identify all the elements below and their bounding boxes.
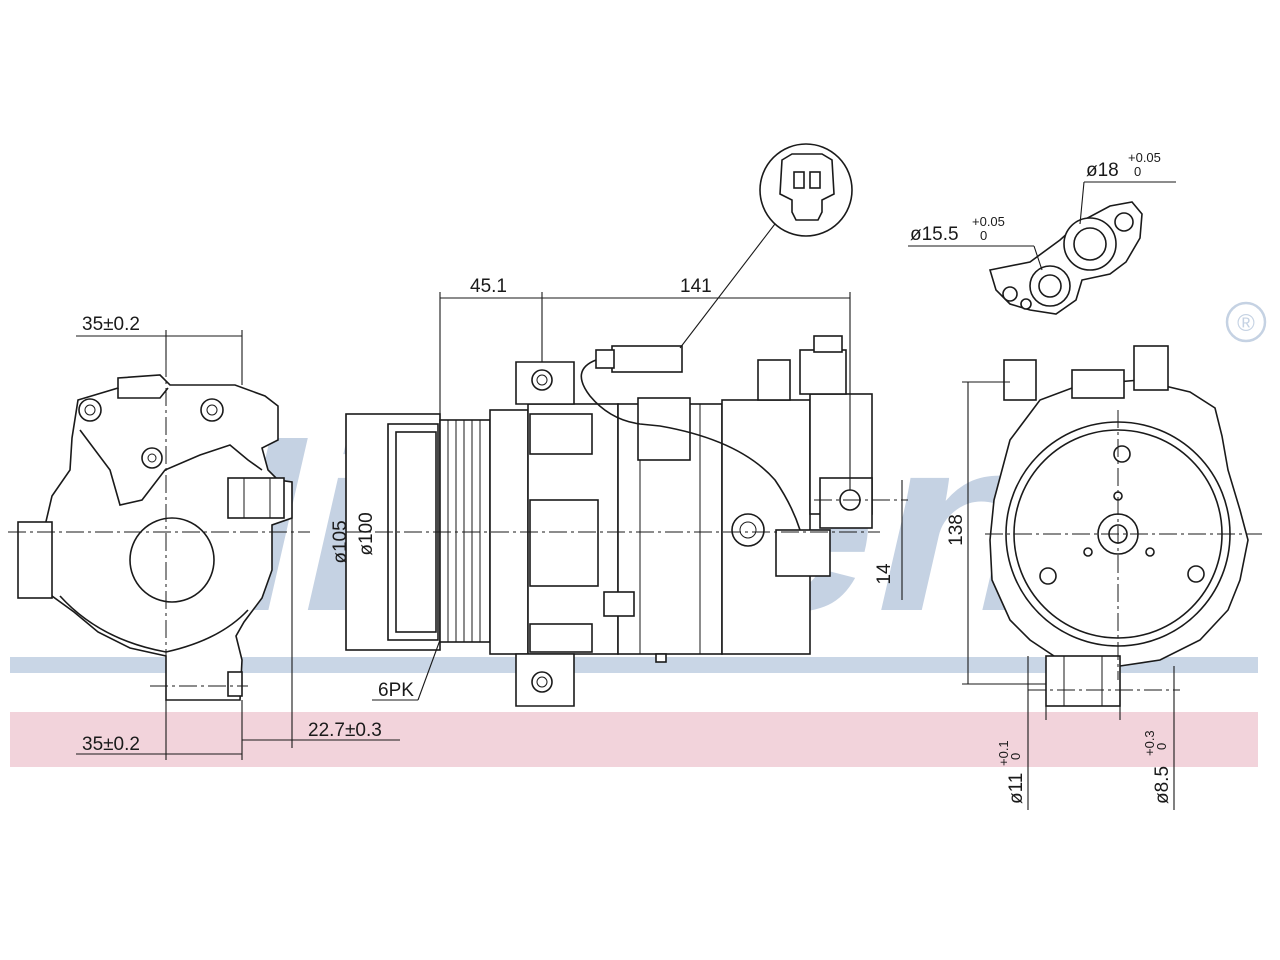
port-inlet-base: ø15.5 [910, 224, 959, 245]
bottom-tab [603, 591, 635, 617]
left-top-dimension: 35±0.2 [82, 314, 140, 335]
hub-offset-dimension: 45.1 [470, 276, 507, 297]
front-housing-slot [529, 413, 593, 455]
port-offset-dimension: 14 [874, 563, 895, 585]
left-bottom-dimension: 35±0.2 [82, 734, 140, 755]
right-height-dimension: 138 [946, 514, 967, 546]
left-port-circle [129, 517, 215, 603]
pulley-inner-dimension: ø100 [356, 512, 377, 555]
port-inlet-leader [1033, 245, 1043, 271]
port-outlet-base: ø18 [1086, 160, 1119, 181]
port-outlet-outer [1063, 217, 1117, 271]
bolt-hole-2-tol-upper: +0.3 [1142, 730, 1157, 756]
top-fitting-3 [813, 335, 843, 353]
connector-tail [595, 349, 615, 369]
left-top-ear [117, 387, 169, 399]
watermark-band-red [10, 712, 1258, 767]
right-top-fitting-3 [1133, 345, 1169, 391]
front-housing [527, 403, 619, 655]
left-bolt-3 [141, 447, 163, 469]
connector-detail-shape [779, 153, 835, 221]
belt-leader-line [417, 639, 441, 701]
right-top-fitting-2 [1071, 369, 1125, 399]
right-small-hole-2 [1083, 547, 1093, 557]
connector-plug [611, 345, 683, 373]
right-bolt-1 [1113, 445, 1131, 463]
right-bolt-3 [1187, 565, 1205, 583]
drain-plug [655, 653, 667, 663]
port-outlet-tol-upper: +0.05 [1128, 150, 1161, 165]
pulley-grooves [439, 419, 491, 643]
bolt-hole-1-tol-lower: 0 [1008, 753, 1023, 760]
top-fitting-1 [757, 359, 791, 401]
control-valve-block [637, 397, 691, 461]
bolt-hole-1-dimension: ø11 +0.1 0 [996, 740, 1027, 804]
pulley-outer-dimension: ø105 [330, 520, 351, 563]
left-side-fitting [227, 477, 285, 519]
left-bolt-2 [200, 398, 224, 422]
registered-mark-icon: ® [1237, 310, 1255, 337]
right-bottom-boss [1045, 655, 1121, 707]
left-bottom-boss [227, 671, 243, 697]
bolt-hole-1-base: ø11 [1006, 773, 1027, 804]
port-outlet-leader [1079, 181, 1085, 225]
port-outlet-inner [1073, 227, 1107, 261]
port-inlet-tol-lower: 0 [980, 228, 987, 243]
port-inlet-inner [1038, 274, 1062, 298]
flange-bolt-1 [1114, 212, 1134, 232]
port-outlet-tol-lower: 0 [1134, 164, 1141, 179]
bottom-mount-hole-inner [536, 676, 548, 688]
bolt-hole-2-tol-lower: 0 [1154, 743, 1169, 750]
connector-leader [679, 219, 779, 349]
left-bolt-1 [78, 398, 102, 422]
front-housing-window [529, 499, 599, 587]
left-end-view: 35±0.2 35±0.2 22.7±0.3 [8, 314, 400, 760]
right-end-view: 138 ø11 +0.1 0 ø8.5 +0.3 0 ø18 [908, 150, 1262, 810]
flange-bolt-3 [1020, 298, 1032, 310]
connector-detail-circle [759, 143, 853, 237]
bolt-head [731, 513, 765, 547]
left-bolt-3-inner [147, 453, 157, 463]
right-small-hole-3 [1145, 547, 1155, 557]
bolt-hole-2-dimension: ø8.5 +0.3 0 [1142, 730, 1173, 804]
belt-type-label: 6PK [378, 680, 414, 701]
port-inlet-tol-upper: +0.05 [972, 214, 1005, 229]
port-inlet-outer [1029, 265, 1071, 307]
front-housing-slot-bottom [529, 623, 593, 653]
bolt-hole-2-base: ø8.5 [1152, 766, 1173, 804]
right-top-fitting-1 [1003, 359, 1037, 401]
left-depth-dimension: 22.7±0.3 [308, 720, 382, 741]
body-length-dimension: 141 [680, 276, 712, 297]
left-inlet-fitting [17, 521, 53, 599]
left-inner-contour [79, 429, 263, 506]
connector-detail-pin-right [809, 171, 821, 189]
top-mount-hole [531, 369, 553, 391]
bolt-hole-1-tol-upper: +0.1 [996, 740, 1011, 766]
left-bolt-2-inner [206, 404, 218, 416]
connector-wire [580, 359, 801, 531]
wire-sensor [775, 529, 831, 577]
connector-detail-pin-left [793, 171, 805, 189]
bolt-head-inner [739, 521, 757, 539]
side-view: 45.1 141 ø105 ø100 6PK 14 [330, 143, 908, 707]
right-bolt-2 [1039, 567, 1057, 585]
connector-detail [759, 143, 853, 237]
watermark-band-blue [10, 657, 1258, 673]
registered-mark-circle [1225, 301, 1267, 343]
top-fitting-2 [799, 349, 847, 395]
port-flange-detail: ø18 +0.05 0 ø15.5 +0.05 0 [908, 150, 1176, 315]
bottom-mount-hole [531, 671, 553, 693]
flange-bolt-2 [1002, 286, 1018, 302]
left-bolt-1-inner [84, 404, 96, 416]
top-mount-hole-inner [536, 374, 548, 386]
